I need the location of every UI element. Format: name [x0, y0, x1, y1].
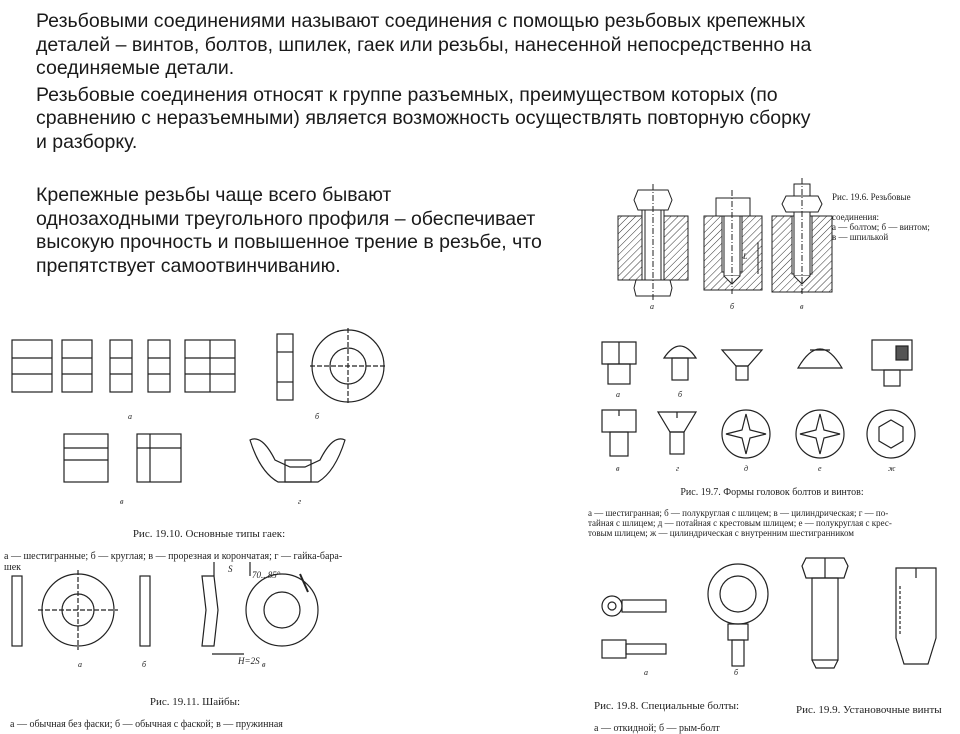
paragraph-threaded-connections: Резьбовыми соединениями называют соедине… — [36, 10, 812, 79]
screw-head-icon — [601, 409, 916, 459]
spring-washer-icon — [201, 562, 319, 655]
figure-19-6-threaded-joints: L а б в Рис. 19.6. Резьбовые соединения:… — [612, 176, 932, 316]
caption-title: Рис. 19.7. Формы головок болтов и винтов… — [680, 487, 864, 498]
caption-title: Рис. 19.9. Установочные винты — [796, 704, 942, 716]
figure-19-8-special-bolts: а б Рис. 19.8. Специальные болты: а — от… — [590, 550, 790, 734]
figure-label-g: г — [676, 464, 680, 473]
caption-title: Рис. 19.6. Резьбовые — [832, 192, 911, 202]
figure-label-b: б — [678, 390, 683, 399]
figure-19-11-caption: Рис. 19.11. Шайбы: а — обычная без фаски… — [10, 686, 380, 731]
figure-19-7-head-shapes: а б в г д е ж Рис. 19.7. Формы головок б… — [588, 328, 956, 538]
figure-19-11-washers: S 70...85° H=2S а б в Рис. 19.11. Шайбы:… — [0, 562, 390, 730]
caption-title: Рис. 19.11. Шайбы: — [149, 696, 241, 708]
caption-title: Рис. 19.8. Специальные болты: — [594, 700, 740, 712]
threaded-joints-drawing — [617, 178, 833, 302]
dimension-angle-label: 70...85° — [252, 570, 281, 580]
set-screw-icon — [801, 557, 937, 669]
dimension-l-label: L — [743, 252, 748, 261]
figure-19-8-caption: Рис. 19.8. Специальные болты: а — откидн… — [594, 690, 794, 734]
figure-label-a: а — [644, 668, 648, 677]
washer-icon — [11, 570, 151, 650]
figure-19-10-caption: Рис. 19.10. Основные типы гаек: а — шест… — [4, 518, 414, 574]
caption-body: соединения: а — болтом; б — винтом; в — … — [832, 212, 930, 242]
caption-body: а — шестигранные; б — круглая; в — проре… — [4, 551, 343, 573]
wing-nut-icon — [249, 438, 346, 483]
figure-label-b: б — [730, 302, 735, 311]
figure-label-b: б — [315, 412, 320, 421]
figure-label-e: е — [818, 464, 822, 473]
paragraph-fastening-threads: Крепежные резьбы чаще всего бывают одноз… — [36, 184, 542, 277]
figure-19-6-caption: Рис. 19.6. Резьбовые соединения: а — бол… — [832, 182, 932, 242]
figure-label-b: б — [142, 660, 147, 669]
set-screws-drawing — [801, 557, 937, 669]
eye-bolt-icon — [601, 563, 769, 667]
figure-label-b: б — [734, 668, 739, 677]
head-shapes-drawing — [601, 339, 916, 459]
figure-label-a: а — [650, 302, 654, 311]
figure-label-a: а — [78, 660, 82, 669]
figure-label-zh: ж — [888, 464, 896, 473]
figure-label-v: в — [800, 302, 804, 311]
figure-19-9-set-screws: Рис. 19.9. Установочные винты — [790, 550, 955, 720]
special-bolts-drawing — [601, 563, 769, 667]
washers-drawing — [11, 562, 319, 655]
figure-label-v: в — [262, 660, 266, 669]
caption-title: Рис. 19.10. Основные типы гаек: — [132, 528, 286, 540]
figure-label-a: а — [616, 390, 620, 399]
paragraph-detachable-connections: Резьбовые соединения относят к группе ра… — [36, 83, 811, 153]
figure-label-d: д — [744, 464, 749, 473]
caption-body: а — обычная без фаски; б — обычная с фас… — [10, 719, 283, 730]
figure-label-v: в — [616, 464, 620, 473]
hex-nut-icon — [11, 339, 236, 393]
caption-body: а — откидной; б — рым-болт — [594, 723, 720, 734]
round-nut-icon — [276, 328, 386, 404]
slotted-nut-icon — [63, 433, 182, 483]
bolt-head-icon — [601, 339, 913, 387]
figure-19-9-caption: Рис. 19.9. Установочные винты — [796, 694, 956, 716]
figure-label-v: в — [120, 497, 124, 506]
caption-body: а — шестигранная; б — полукруглая с шлиц… — [588, 508, 892, 538]
figure-19-10-nut-types: а б в г Рис. 19.10. Основные типы гаек: … — [0, 322, 420, 573]
dimension-h-label: H=2S — [238, 656, 260, 666]
intro-text: Резьбовыми соединениями называют соедине… — [36, 10, 936, 157]
figure-label-a: а — [128, 412, 132, 421]
nut-types-drawing — [11, 328, 386, 483]
figure-label-g: г — [298, 497, 302, 506]
dimension-s-label: S — [228, 564, 233, 574]
figure-19-7-caption: Рис. 19.7. Формы головок болтов и винтов… — [588, 478, 956, 539]
